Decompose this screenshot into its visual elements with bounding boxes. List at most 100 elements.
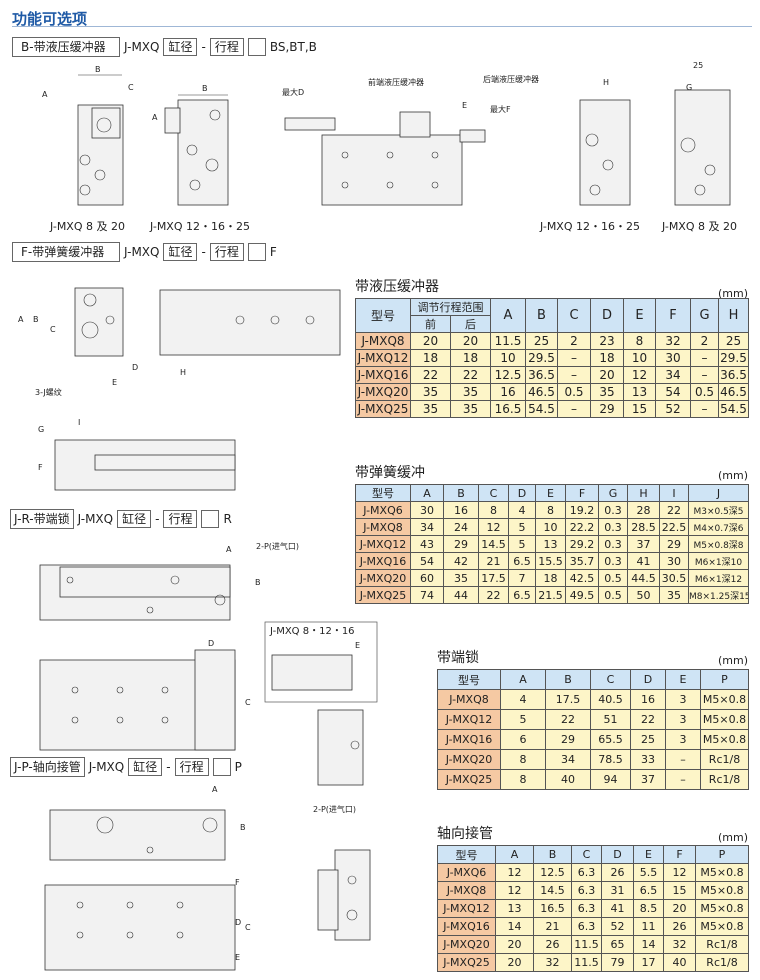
value-cell: 12 [663, 863, 696, 882]
model-cell: J-MXQ8 [355, 518, 411, 536]
value-cell: 6.3 [571, 917, 602, 936]
value-cell: 25 [630, 729, 666, 750]
model-cell: J-MXQ16 [437, 729, 501, 750]
svg-text:E: E [462, 101, 467, 110]
header-cell: C [557, 298, 591, 333]
header-cell: C [590, 669, 631, 690]
value-cell: – [557, 400, 591, 418]
value-cell: 42.5 [565, 569, 599, 587]
svg-text:C: C [50, 325, 56, 334]
header-cell: G [598, 484, 628, 502]
value-cell: 29.2 [565, 535, 599, 553]
value-cell: 0.3 [598, 518, 628, 536]
value-cell: 22 [659, 501, 689, 519]
svg-text:后端液压缓冲器: 后端液压缓冲器 [483, 74, 539, 84]
value-cell: 35 [443, 569, 479, 587]
value-cell: 41 [627, 552, 660, 570]
drawing-hydraulic-12-16-25: BA J-MXQ 12・16・25 [149, 84, 250, 233]
header-cell: A [500, 669, 546, 690]
value-cell: 15.5 [535, 552, 566, 570]
value-cell: – [665, 749, 701, 770]
value-cell: 35.7 [565, 552, 599, 570]
value-cell: 8 [623, 332, 656, 350]
bore-box: 缸径 [163, 243, 198, 261]
value-cell: 33 [630, 749, 666, 770]
svg-text:D: D [132, 363, 138, 372]
dash: - [201, 245, 206, 259]
value-cell: 29 [443, 535, 479, 553]
value-cell: 2 [557, 332, 591, 350]
header-cell: H [718, 298, 749, 333]
model-cell: J-MXQ20 [437, 935, 496, 954]
value-cell: 3 [665, 689, 701, 710]
value-cell: 12 [623, 366, 656, 384]
value-cell: 54.5 [718, 400, 749, 418]
svg-text:D: D [235, 918, 241, 927]
value-cell: 29 [545, 729, 591, 750]
value-cell: 21 [533, 917, 572, 936]
value-cell: 18 [410, 349, 451, 367]
value-cell: 41 [601, 899, 634, 918]
bore-box: 缸径 [128, 758, 163, 776]
value-cell: 8 [500, 769, 546, 790]
value-cell: 12.5 [533, 863, 572, 882]
header-cell: F [565, 484, 599, 502]
suffix-box [247, 38, 266, 56]
value-cell: 30 [659, 552, 689, 570]
value-cell: 20 [663, 899, 696, 918]
value-cell: 43 [410, 535, 444, 553]
stroke-box: 行程 [209, 38, 244, 56]
suffix-codes: P [234, 760, 242, 774]
hydraulic-table-title: 带液压缓冲器 [355, 279, 439, 295]
value-cell: 11 [633, 917, 664, 936]
value-cell: – [690, 349, 719, 367]
value-cell: 20 [495, 935, 534, 954]
value-cell: 6.5 [508, 586, 536, 604]
value-cell: 11.5 [571, 953, 602, 972]
caption: J-MXQ 8 及 20 [661, 220, 737, 233]
value-cell: 46.5 [525, 383, 558, 401]
value-cell: 7 [508, 569, 536, 587]
model-prefix: J-MXQ [124, 245, 160, 259]
value-cell: M5×0.8 [700, 689, 749, 710]
value-cell: 8 [500, 749, 546, 770]
value-cell: 36.5 [718, 366, 749, 384]
header-cell: D [508, 484, 536, 502]
value-cell: M6×1深10 [688, 552, 749, 570]
value-cell: 42 [443, 552, 479, 570]
value-cell: 24 [443, 518, 479, 536]
value-cell: 4 [500, 689, 546, 710]
model-cell: J-MXQ25 [437, 953, 496, 972]
value-cell: 10 [535, 518, 566, 536]
header-cell: B [533, 845, 572, 864]
model-cell: J-MXQ16 [355, 366, 411, 384]
value-cell: 34 [545, 749, 591, 770]
header-model: 型号 [355, 298, 411, 333]
header-cell: B [525, 298, 558, 333]
value-cell: 2 [690, 332, 719, 350]
value-cell: M4×0.7深6 [688, 518, 749, 536]
caption: J-MXQ 12・16・25 [149, 220, 250, 233]
value-cell: – [557, 349, 591, 367]
value-cell: 28 [627, 501, 660, 519]
value-cell: 30 [655, 349, 691, 367]
header-cell: D [601, 845, 634, 864]
value-cell: 44.5 [627, 569, 660, 587]
model-cell: J-MXQ6 [355, 501, 411, 519]
header-cell: G [690, 298, 719, 333]
svg-text:D: D [208, 639, 214, 648]
value-cell: M5×0.8 [700, 709, 749, 730]
value-cell: 0.5 [557, 383, 591, 401]
value-cell: 11.5 [490, 332, 526, 350]
